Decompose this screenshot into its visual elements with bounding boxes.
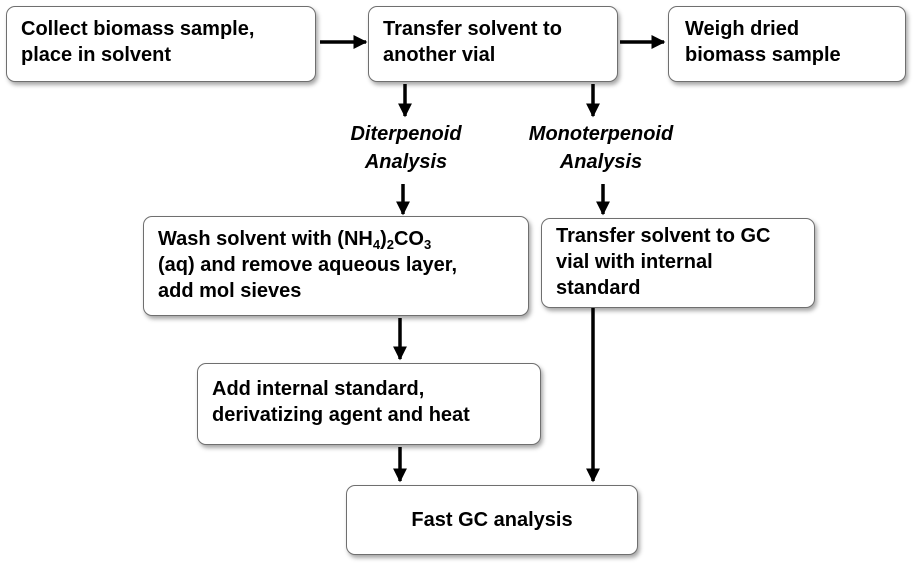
wash-sub-2: 2 [386, 237, 394, 252]
transfer-solvent-box: Transfer solvent to another vial [368, 6, 618, 82]
monoterpenoid-analysis-label: Monoterpenoid Analysis [501, 120, 701, 176]
wash-paren: ) [380, 228, 387, 250]
weigh-line-1: Weigh dried [685, 18, 800, 40]
wash-line-3: add mol sieves [158, 280, 302, 302]
fast-gc-line-1: Fast GC analysis [411, 509, 573, 531]
transfer-line-1: Transfer solvent to [383, 18, 562, 40]
wash-sub-3: 3 [423, 237, 432, 252]
wash-co: CO [393, 228, 424, 250]
monoterpenoid-line-2: Analysis [559, 151, 643, 173]
add-standard-line-1: Add internal standard, [212, 378, 425, 400]
wash-line-1: Wash solvent with (NH4)2CO3 [158, 226, 528, 252]
collect-line-2: place in solvent [21, 44, 172, 66]
wash-line-1-pre: Wash solvent with (NH [158, 228, 373, 250]
add-internal-standard-box: Add internal standard, derivatizing agen… [197, 363, 541, 445]
transfer-to-gc-box: Transfer solvent to GC vial with interna… [541, 218, 815, 308]
collect-biomass-box: Collect biomass sample, place in solvent [6, 6, 316, 82]
diterpenoid-line-2: Analysis [364, 151, 448, 173]
weigh-biomass-box: Weigh dried biomass sample [668, 6, 906, 82]
collect-line-1: Collect biomass sample, [21, 18, 255, 40]
diterpenoid-line-1: Diterpenoid [350, 123, 462, 145]
wash-sub-4: 4 [372, 237, 381, 252]
transfer-gc-line-3: standard [556, 277, 641, 299]
transfer-gc-line-1: Transfer solvent to GC [556, 225, 771, 247]
wash-solvent-box: Wash solvent with (NH4)2CO3 (aq) and rem… [143, 216, 529, 316]
wash-line-2: (aq) and remove aqueous layer, [158, 254, 457, 276]
transfer-line-2: another vial [383, 44, 496, 66]
weigh-line-2: biomass sample [685, 44, 841, 66]
diterpenoid-analysis-label: Diterpenoid Analysis [306, 120, 506, 176]
fast-gc-analysis-box: Fast GC analysis [346, 485, 638, 555]
monoterpenoid-line-1: Monoterpenoid [528, 123, 674, 145]
add-standard-line-2: derivatizing agent and heat [212, 404, 470, 426]
transfer-gc-line-2: vial with internal [556, 251, 713, 273]
